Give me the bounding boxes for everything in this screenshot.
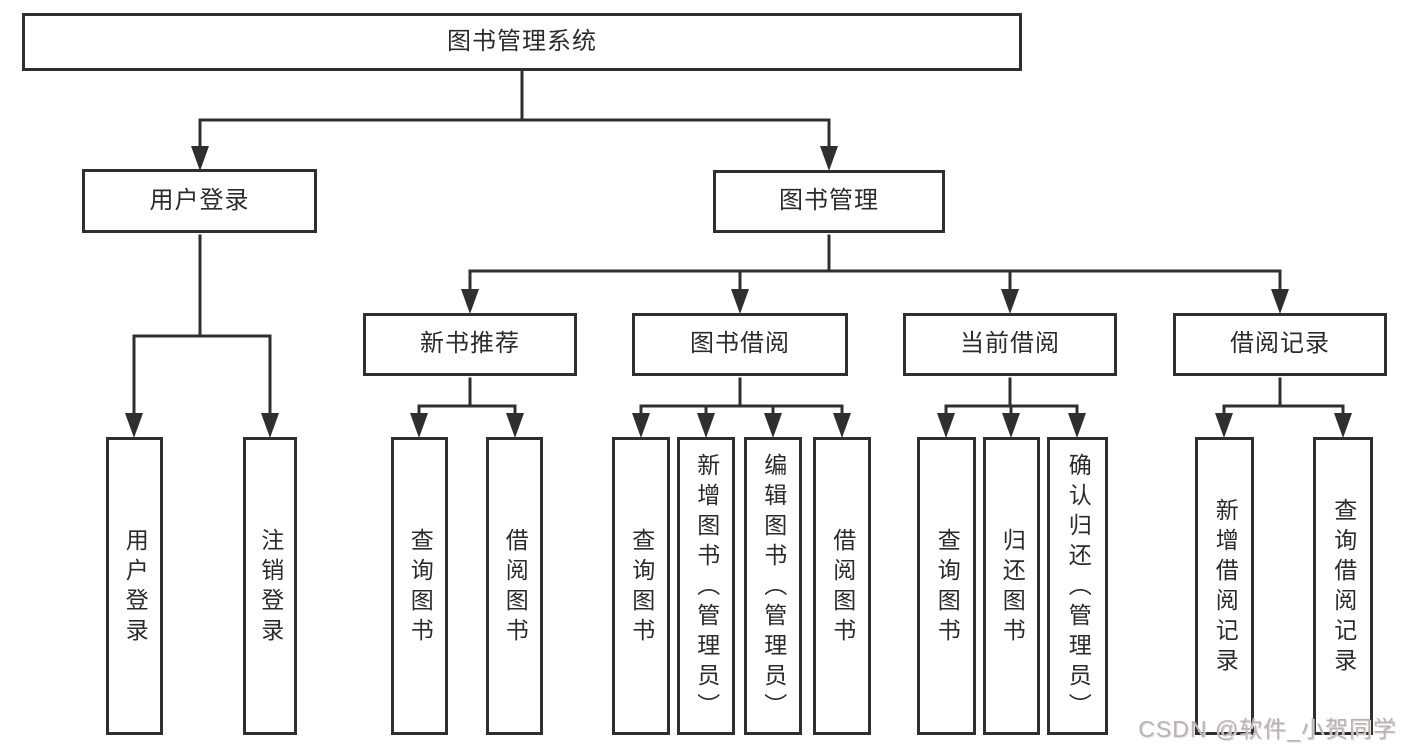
node-user-login: 用户登录 bbox=[82, 169, 317, 233]
leaf-borrow-borrow-books: 借阅图书 bbox=[813, 437, 871, 735]
connector-root-to-level2 bbox=[198, 70, 831, 149]
csdn-watermark: CSDN @软件_小贺同学 bbox=[1138, 716, 1397, 742]
leaf-borrow-add-books-admin: 新增图书（管理员） bbox=[677, 437, 735, 735]
leaf-recommend-query-books: 查询图书 bbox=[391, 437, 448, 735]
node-new-book-recommend: 新书推荐 bbox=[363, 313, 577, 376]
connector-current-borrow-to-leaves bbox=[944, 377, 1079, 417]
connector-new-book-recommend-to-leaves bbox=[417, 377, 517, 417]
node-library-system: 图书管理系统 bbox=[22, 13, 1022, 71]
node-current-borrow: 当前借阅 bbox=[903, 313, 1117, 376]
leaf-user-login: 用户登录 bbox=[106, 437, 163, 735]
node-book-borrow: 图书借阅 bbox=[632, 313, 848, 376]
leaf-current-query-books: 查询图书 bbox=[917, 437, 976, 735]
connector-book-management-to-level3 bbox=[468, 234, 1282, 293]
connector-book-borrow-to-leaves bbox=[639, 377, 844, 417]
leaf-current-return-books: 归还图书 bbox=[983, 437, 1040, 735]
leaf-borrow-edit-books-admin: 编辑图书（管理员） bbox=[744, 437, 802, 735]
leaf-current-confirm-return-admin: 确认归还（管理员） bbox=[1047, 437, 1108, 735]
node-book-management: 图书管理 bbox=[713, 170, 945, 233]
leaf-recommend-borrow-books: 借阅图书 bbox=[486, 437, 543, 735]
leaf-record-query-borrow-record: 查询借阅记录 bbox=[1313, 437, 1373, 735]
leaf-borrow-query-books: 查询图书 bbox=[612, 437, 670, 735]
leaf-record-add-borrow-record: 新增借阅记录 bbox=[1195, 437, 1254, 735]
leaf-logout: 注销登录 bbox=[243, 437, 297, 735]
connector-user-login-to-leaves bbox=[132, 234, 272, 417]
connector-borrow-record-to-leaves bbox=[1222, 377, 1345, 417]
node-borrow-record: 借阅记录 bbox=[1173, 313, 1387, 376]
